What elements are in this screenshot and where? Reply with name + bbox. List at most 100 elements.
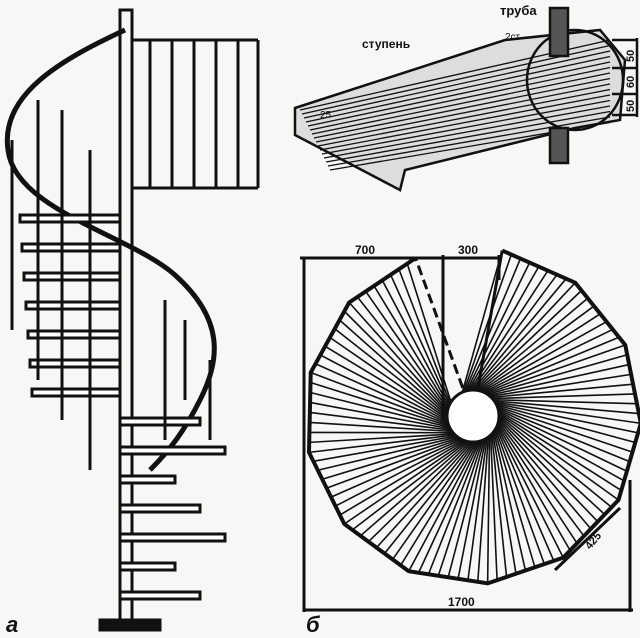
step-grain <box>348 301 448 413</box>
figure-a-label: а <box>6 612 18 637</box>
step-grain <box>498 413 619 501</box>
step-grain <box>476 436 490 582</box>
tread <box>118 416 202 427</box>
step-grain <box>351 440 468 531</box>
step-grain <box>313 435 457 463</box>
step-grain <box>383 441 475 555</box>
step-grain <box>467 266 540 391</box>
step-grain <box>464 258 522 392</box>
height-2: 60 <box>625 76 637 88</box>
grain-line <box>311 72 611 135</box>
step-grain <box>310 391 450 429</box>
step-grain <box>489 435 498 581</box>
step-grain <box>339 439 465 516</box>
step-grain <box>398 268 451 404</box>
step-grain <box>484 336 620 394</box>
step-grain <box>321 437 460 480</box>
tread <box>28 358 122 369</box>
step-grain <box>485 344 626 395</box>
step-grain <box>494 428 546 565</box>
step-grain <box>359 441 470 537</box>
step-grain <box>335 439 464 507</box>
staircase-elevation <box>4 8 260 632</box>
step-grain <box>339 319 448 416</box>
step-grain <box>494 400 639 415</box>
step-grain <box>315 363 449 424</box>
height-3: 50 <box>625 100 637 112</box>
step-grain <box>309 421 453 433</box>
step-grain <box>375 441 473 549</box>
grain-line <box>317 88 611 147</box>
step-grain <box>497 422 578 544</box>
tread <box>20 242 122 253</box>
tread <box>26 329 122 340</box>
plan-steps <box>306 248 640 586</box>
step-grain <box>492 432 517 574</box>
step-grain <box>406 263 452 403</box>
step-grain <box>329 336 448 420</box>
step-label: ступень <box>362 37 410 51</box>
step-grain <box>326 437 461 489</box>
grain-line <box>303 50 611 119</box>
dim-700: 700 <box>355 243 375 257</box>
step-grain <box>469 270 549 391</box>
step-grain <box>389 274 451 406</box>
step-grain <box>493 398 637 405</box>
grain-line <box>323 105 611 159</box>
step-grain <box>334 328 448 418</box>
step-grain <box>489 373 632 398</box>
step-grain <box>481 320 607 393</box>
step-grain <box>486 436 491 584</box>
tread <box>30 387 122 398</box>
step-grain <box>309 433 455 444</box>
step-grain <box>498 414 613 508</box>
step-grain <box>475 289 583 391</box>
grain-line <box>309 66 611 131</box>
pipe-bottom <box>548 126 570 165</box>
grain-line <box>319 94 611 151</box>
step-grain <box>365 290 449 410</box>
step-grain <box>493 431 527 571</box>
step-grain <box>343 310 448 415</box>
step-grain <box>476 297 589 392</box>
step-grain <box>417 440 481 574</box>
grain-line <box>321 99 611 155</box>
grain-line <box>307 61 611 127</box>
step-grain <box>330 438 462 498</box>
step-grain <box>309 401 451 430</box>
step-grain <box>437 439 484 577</box>
dim-300: 300 <box>458 243 478 257</box>
step-grain <box>495 427 555 562</box>
step-grain <box>496 405 633 453</box>
tread <box>118 474 177 485</box>
step-grain <box>310 381 450 427</box>
step-grain <box>490 433 508 578</box>
step-grain <box>308 434 456 454</box>
step-grain <box>367 441 472 543</box>
step-grain <box>310 371 449 426</box>
tread <box>22 271 122 282</box>
step-grain <box>497 407 630 463</box>
step-grain <box>381 279 450 407</box>
step-grain <box>324 345 448 421</box>
step-body <box>293 28 627 192</box>
step-grain <box>498 418 599 523</box>
treads <box>18 213 227 601</box>
step-grain <box>399 441 478 566</box>
tread <box>118 590 202 601</box>
handrail <box>4 27 217 472</box>
pipe-top <box>548 6 570 58</box>
step-grain <box>495 402 639 434</box>
staircase-plan <box>300 248 640 612</box>
step-grain <box>496 404 636 444</box>
step-grain <box>447 439 486 578</box>
step-grain <box>491 383 634 399</box>
step-grain <box>408 441 480 572</box>
grain-line <box>327 116 611 167</box>
last-step-edge <box>414 257 475 417</box>
grain-line <box>315 83 611 143</box>
step-grain <box>461 250 503 393</box>
tread <box>18 213 122 224</box>
